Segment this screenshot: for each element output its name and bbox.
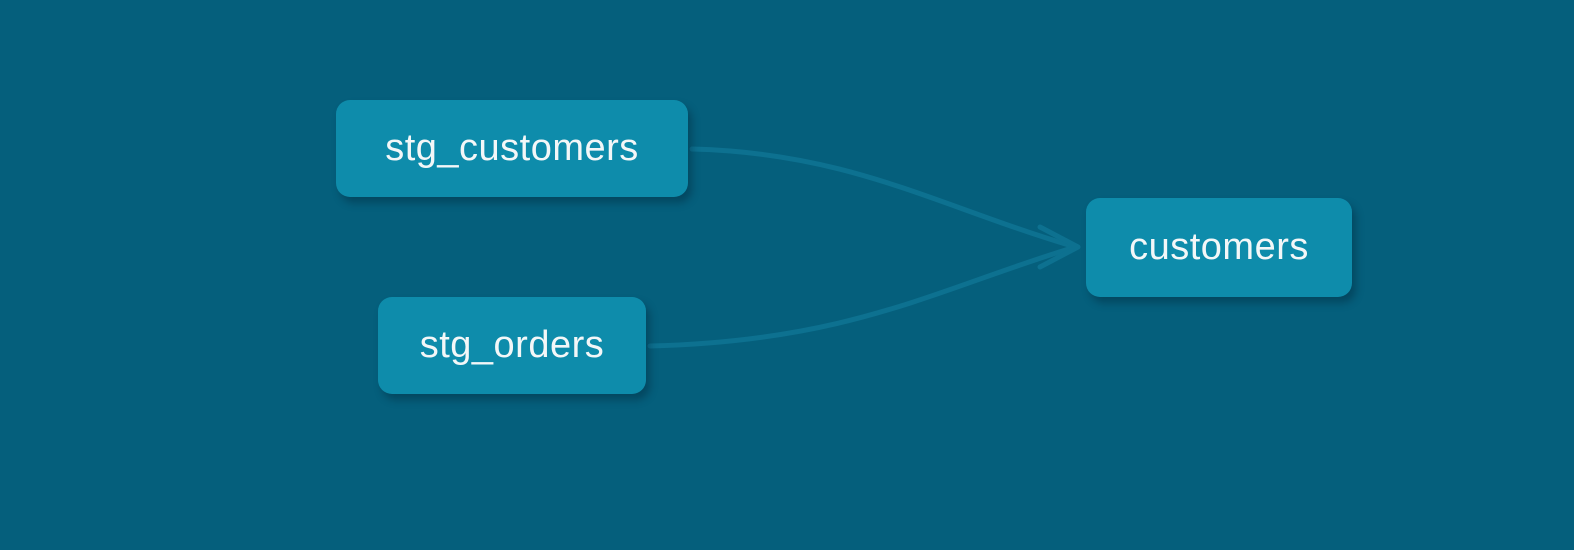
node-label: customers (1129, 226, 1309, 268)
arrowhead-icon (1037, 224, 1081, 270)
node-label: stg_orders (419, 324, 605, 366)
node-customers[interactable]: customers (1086, 198, 1352, 297)
node-stg-customers[interactable]: stg_customers (336, 100, 688, 197)
node-stg-orders[interactable]: stg_orders (378, 297, 646, 394)
edge-stg-customers-to-customers (689, 146, 1075, 249)
edge-stg-orders-to-customers (647, 245, 1075, 349)
node-label: stg_customers (385, 127, 639, 169)
